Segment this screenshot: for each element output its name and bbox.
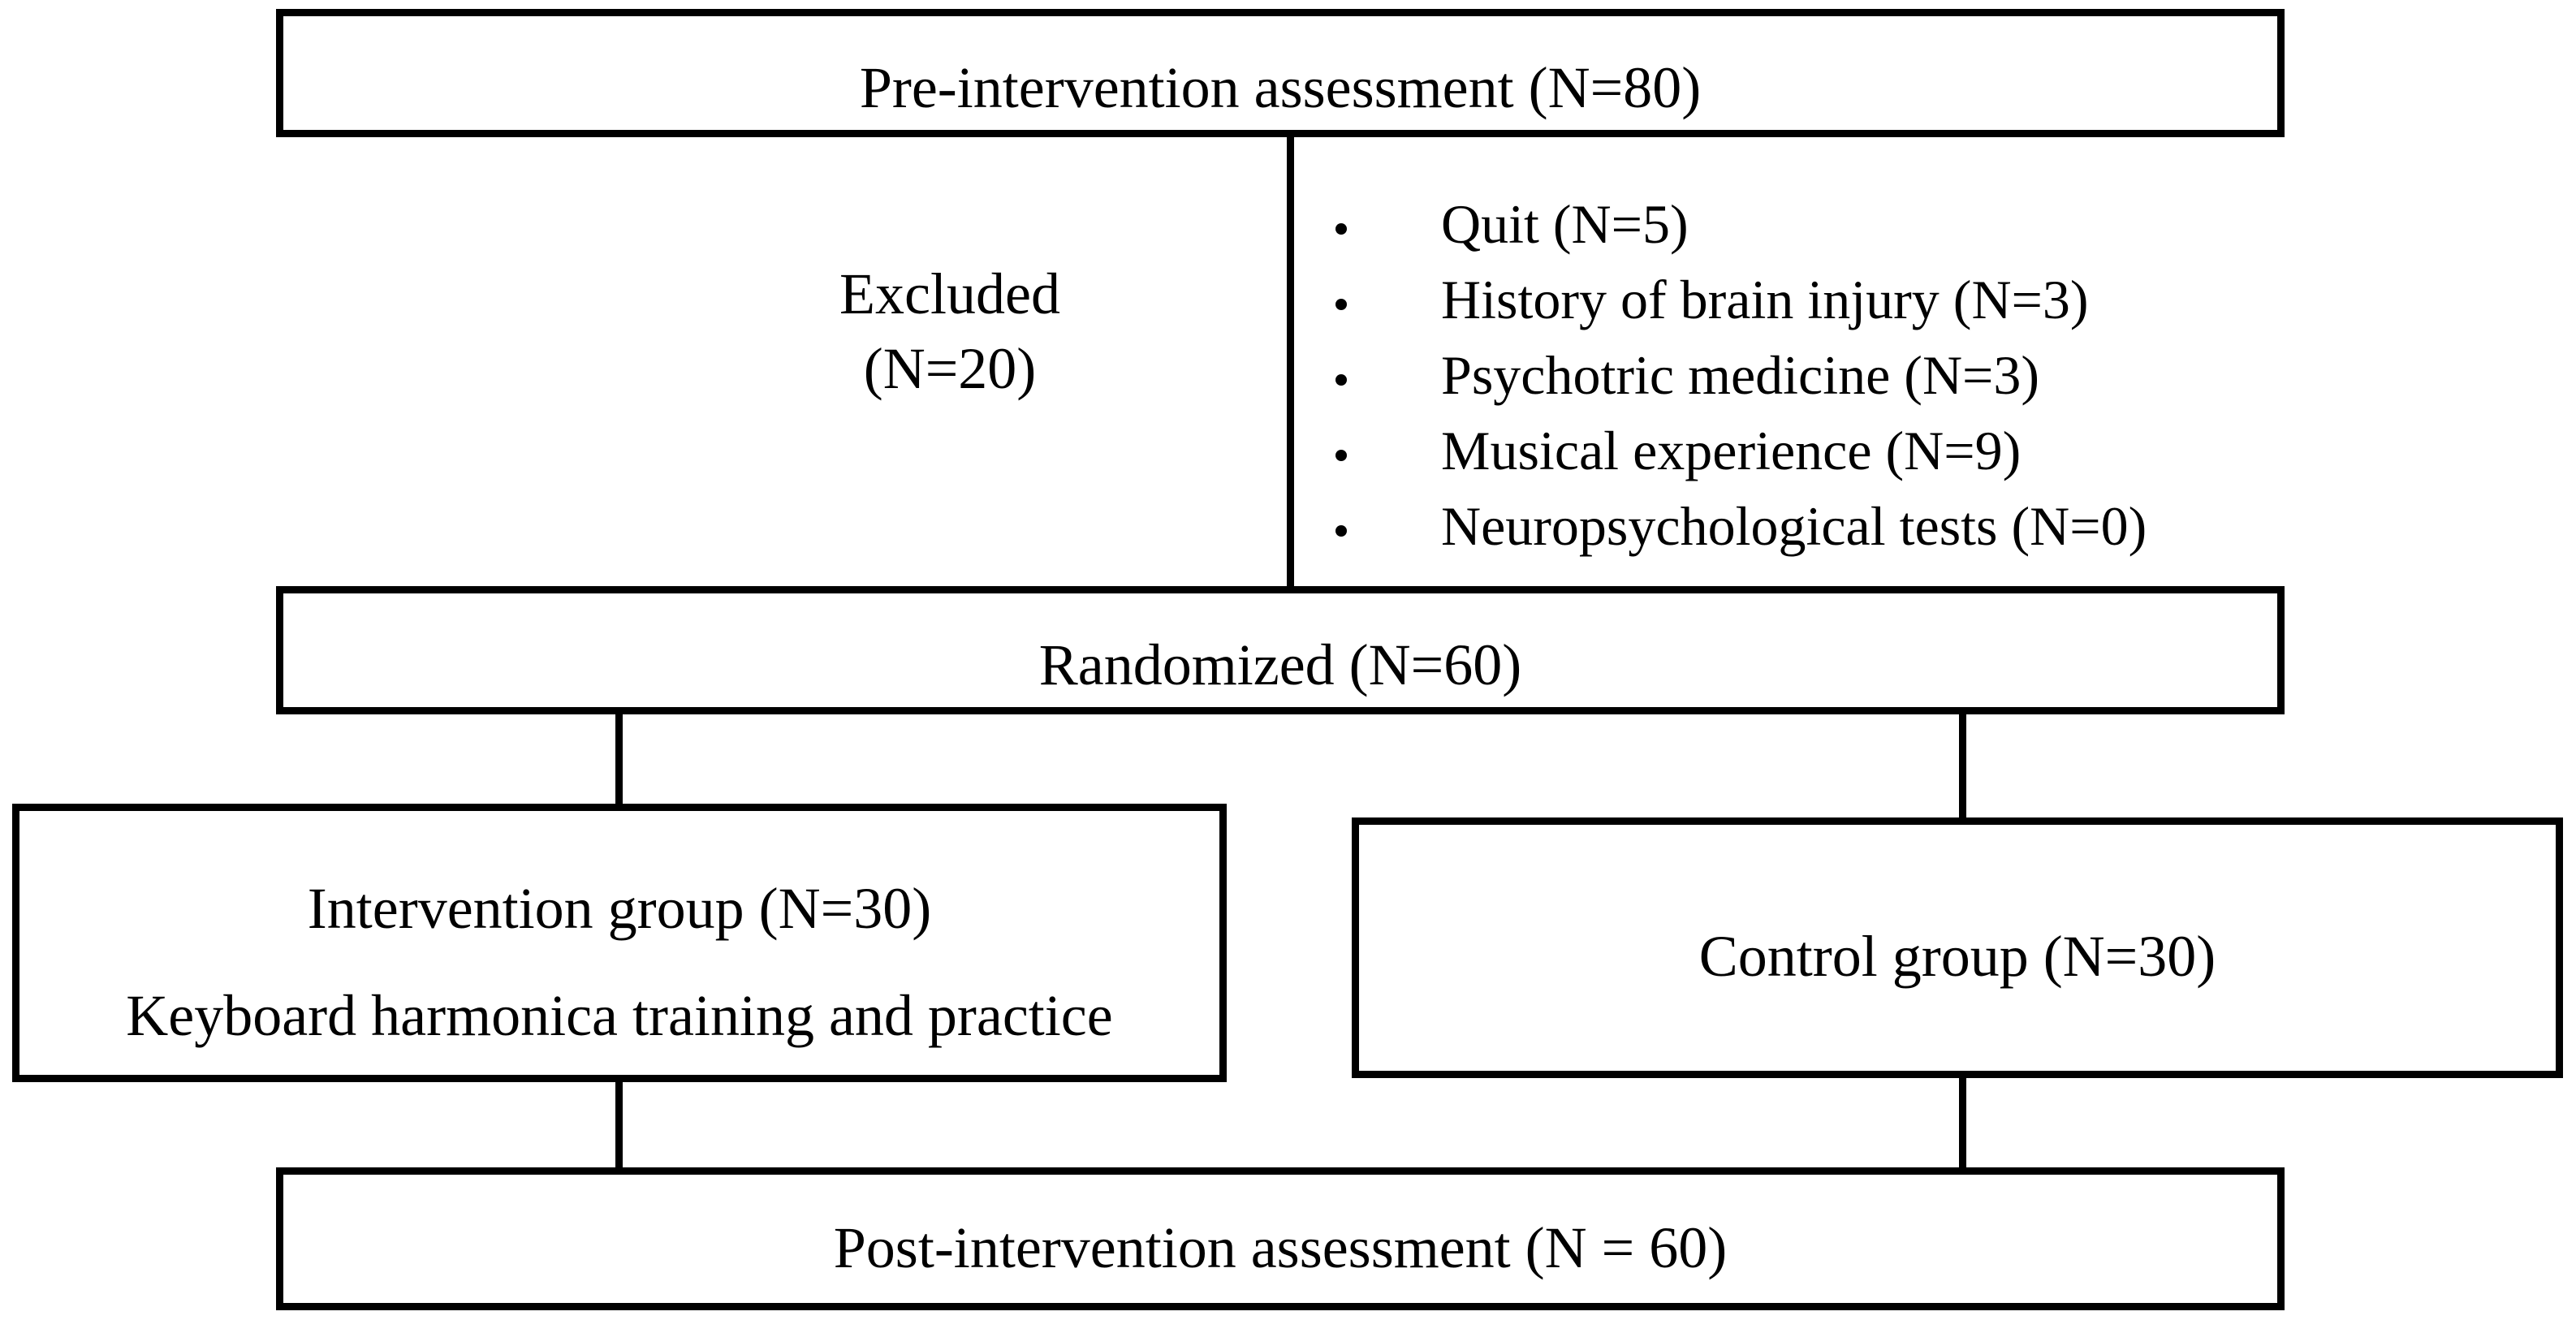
intervention-group-box: Intervention group (N=30) Keyboard harmo… (12, 804, 1227, 1082)
post-intervention-assessment-label: Post-intervention assessment (N = 60) (833, 1215, 1728, 1280)
intervention-group-description: Keyboard harmonica training and practice (126, 983, 1113, 1048)
randomized-box: Randomized (N=60) (276, 586, 2285, 714)
bullet-icon (1335, 222, 1347, 235)
randomized-label: Randomized (N=60) (1038, 632, 1522, 697)
connector-randomized-to-control (1959, 708, 1966, 823)
exclusion-reason-text: History of brain injury (N=3) (1441, 269, 2089, 330)
connector-intervention-to-post (615, 1076, 623, 1174)
control-group-box: Control group (N=30) (1352, 817, 2563, 1078)
bullet-icon (1335, 449, 1347, 461)
excluded-title: Excluded (839, 261, 1060, 326)
exclusion-reason-text: Neuropsychological tests (N=0) (1441, 495, 2147, 557)
pre-intervention-assessment-box: Pre-intervention assessment (N=80) (276, 9, 2285, 137)
excluded-count: (N=20) (863, 336, 1037, 401)
connector-pre-to-randomized (1287, 130, 1294, 593)
exclusion-reason-text: Psychotric medicine (N=3) (1441, 344, 2040, 406)
exclusion-reason-text: Musical experience (N=9) (1441, 420, 2022, 481)
bullet-icon (1335, 524, 1347, 537)
control-group-title: Control group (N=30) (1698, 924, 2216, 989)
pre-intervention-assessment-label: Pre-intervention assessment (N=80) (859, 55, 1702, 120)
bullet-icon (1335, 298, 1347, 310)
connector-control-to-post (1959, 1072, 1966, 1174)
exclusion-reason-text: Quit (N=5) (1441, 193, 1689, 255)
bullet-icon (1335, 373, 1347, 386)
post-intervention-assessment-box: Post-intervention assessment (N = 60) (276, 1167, 2285, 1310)
excluded-label: Excluded (N=20) (779, 265, 1120, 398)
connector-randomized-to-intervention (615, 708, 623, 809)
intervention-group-title: Intervention group (N=30) (307, 876, 932, 941)
